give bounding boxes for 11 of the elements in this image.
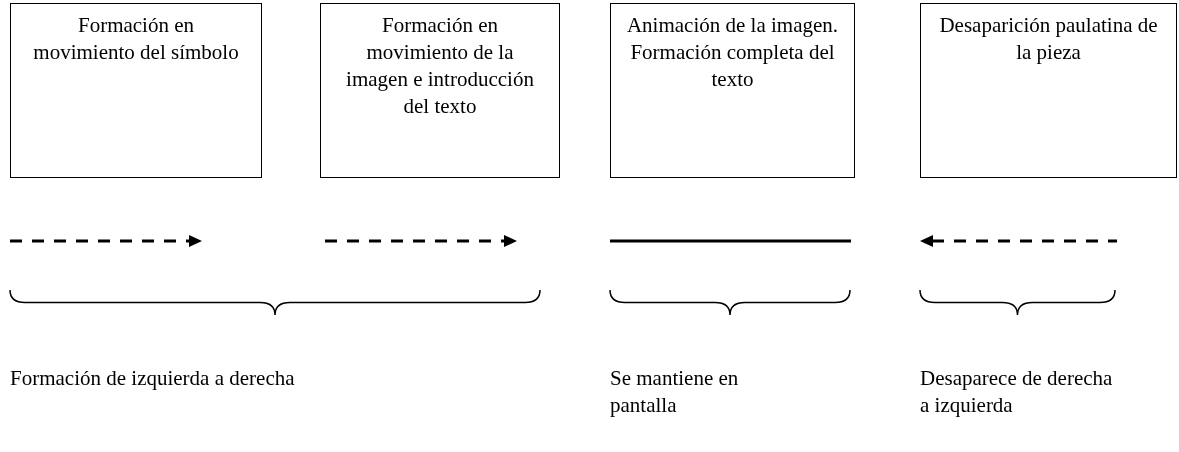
annotation-text: Desaparece de derecha a izquierda [920,365,1114,419]
box-text: Desaparición paulatina de la pieza [938,12,1159,66]
annotation-text: Se mantiene en pantalla [610,365,740,419]
box-text: Formación en movimiento del símbolo [32,12,240,66]
box-text: Formación en movimiento de la imagen e introducción del texto [345,12,535,120]
box-text: Animación de la imagen. Formación completa del texto [625,12,840,93]
process-box [320,3,560,178]
process-box [610,3,855,178]
process-box [920,3,1177,178]
annotation-text: Formación de izquierda a derecha [10,365,296,392]
process-box [10,3,262,178]
